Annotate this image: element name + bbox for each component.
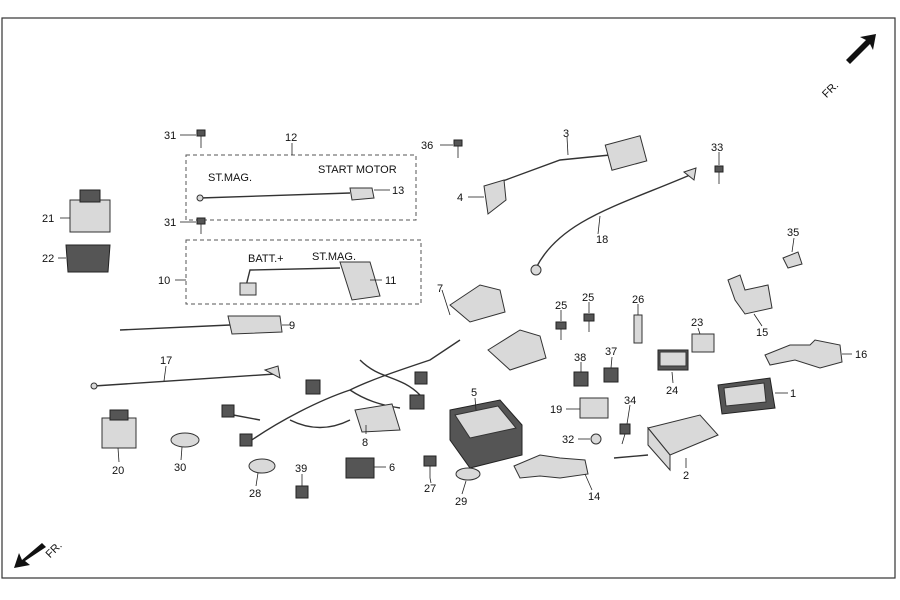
relay-21 <box>69 189 111 233</box>
ground-cable-18 <box>530 167 697 276</box>
bolt-34 <box>619 423 631 445</box>
fuse-37 <box>603 367 619 383</box>
group-box-12 <box>185 154 417 221</box>
nut-32 <box>590 433 602 445</box>
callout-29: 29 <box>455 496 467 508</box>
bolt-31-bottom <box>196 217 206 234</box>
callout-15: 15 <box>756 327 768 339</box>
callout-24: 24 <box>666 385 678 397</box>
callout-25b: 25 <box>582 292 594 304</box>
callout-20: 20 <box>112 465 124 477</box>
callout-12: 12 <box>285 132 297 144</box>
bracket-16 <box>764 339 843 369</box>
callout-9: 9 <box>289 320 295 332</box>
hose-clamp-30 <box>170 432 200 448</box>
bolt-36 <box>453 139 463 158</box>
label-st-mag-2: ST.MAG. <box>312 251 356 263</box>
callout-36: 36 <box>421 140 433 152</box>
regulator-5 <box>449 399 523 469</box>
front-label-bottom-left: FR. <box>44 540 65 561</box>
callout-22: 22 <box>42 253 54 265</box>
hose-clamp-28 <box>248 458 276 474</box>
diagram-border <box>1 17 896 579</box>
front-label-top-right: FR. <box>820 80 841 101</box>
callout-14: 14 <box>588 491 600 503</box>
callout-17: 17 <box>160 355 172 367</box>
callout-10: 10 <box>158 275 170 287</box>
label-start-motor: START MOTOR <box>318 164 397 176</box>
callout-34: 34 <box>624 395 636 407</box>
callout-18: 18 <box>596 234 608 246</box>
cable-17 <box>90 365 281 390</box>
callout-11: 11 <box>385 275 396 287</box>
bolt-25-left <box>555 321 567 340</box>
cable-9 <box>119 315 283 335</box>
callout-26: 26 <box>632 294 644 306</box>
callout-8: 8 <box>362 437 368 449</box>
relay-20 <box>101 409 137 449</box>
callout-4: 4 <box>457 192 463 204</box>
front-arrow-top-right: FR. <box>820 34 876 101</box>
callout-38: 38 <box>574 352 586 364</box>
callout-16: 16 <box>855 349 867 361</box>
callout-2: 2 <box>683 470 689 482</box>
relay-23 <box>691 333 715 353</box>
callout-7: 7 <box>437 283 443 295</box>
horn-7-upper <box>449 284 506 323</box>
callout-35: 35 <box>787 227 799 239</box>
terminal-cover-15 <box>727 274 773 315</box>
cover-1 <box>717 377 776 415</box>
callout-1: 1 <box>790 388 796 400</box>
ignition-coil-3 <box>483 135 648 215</box>
bolt-31-top <box>196 129 206 148</box>
front-arrow-bottom-left: FR. <box>14 540 65 568</box>
connector-19 <box>579 397 609 419</box>
callout-31-top: 31 <box>164 130 176 142</box>
callout-39: 39 <box>295 463 307 475</box>
bolt-27 <box>423 455 437 478</box>
callout-5: 5 <box>471 387 477 399</box>
callout-25a: 25 <box>555 300 567 312</box>
callout-labels: 1 2 3 4 5 6 7 8 9 10 11 12 13 14 15 16 1… <box>42 128 867 508</box>
hose-clamp-29 <box>455 467 481 481</box>
callout-21: 21 <box>42 213 54 225</box>
fuse-38 <box>573 371 589 387</box>
callout-3: 3 <box>563 128 569 140</box>
callout-37: 37 <box>605 346 617 358</box>
bracket-14 <box>513 454 589 479</box>
callout-32: 32 <box>562 434 574 446</box>
label-batt-plus: BATT.+ <box>248 253 284 265</box>
callout-31-bottom: 31 <box>164 217 176 229</box>
battery-cable-11 <box>239 261 381 301</box>
group-box-10 <box>185 239 422 305</box>
callout-19: 19 <box>550 404 562 416</box>
wiring-harness-8 <box>221 339 461 447</box>
callout-30: 30 <box>174 462 186 474</box>
callout-28: 28 <box>249 488 261 500</box>
relay-cover-22 <box>65 244 111 273</box>
relay-6 <box>345 457 375 479</box>
clip-35 <box>782 251 803 269</box>
bolt-26 <box>633 314 643 344</box>
fuse-39 <box>295 485 309 499</box>
bolt-25-right <box>583 313 595 332</box>
relay-24 <box>657 349 689 371</box>
label-st-mag-1: ST.MAG. <box>208 172 252 184</box>
bolt-33 <box>714 165 724 184</box>
callout-33: 33 <box>711 142 723 154</box>
callout-23: 23 <box>691 317 703 329</box>
starter-cable-13 <box>196 187 375 202</box>
horn-7-lower <box>487 329 547 371</box>
cdi-unit-2 <box>613 414 719 472</box>
callout-6: 6 <box>389 462 395 474</box>
callout-27: 27 <box>424 483 436 495</box>
callout-13: 13 <box>392 185 404 197</box>
